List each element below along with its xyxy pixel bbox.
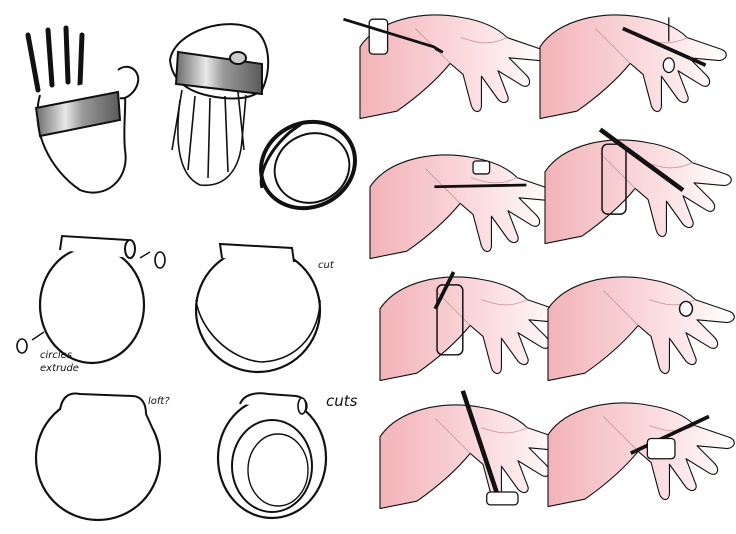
ring-cuts-construction: cuts	[216, 392, 358, 520]
circles-label: circles	[40, 350, 72, 361]
hand-with-ring-pencil-2	[539, 14, 727, 120]
bracelet-sketch	[259, 119, 357, 211]
hand-with-band-pencil-4	[544, 127, 732, 245]
open-hand-with-band-sketch	[168, 23, 270, 187]
hand-with-ring-6	[547, 276, 735, 382]
fist-with-band-sketch	[25, 25, 140, 194]
ring-cut-construction: cut	[194, 242, 335, 374]
ring-extrude-construction: circles extrude	[16, 234, 166, 374]
hand-with-ring-pencil-8	[547, 402, 735, 508]
ring-loft-construction: loft?	[34, 392, 170, 522]
extrude-label: extrude	[40, 363, 79, 374]
hand-with-band-pencil-5	[379, 271, 567, 382]
loft-label: loft?	[148, 396, 170, 407]
cut-label: cut	[318, 260, 335, 271]
cuts-label: cuts	[326, 392, 358, 410]
hand-with-ring-pencil-3	[369, 154, 557, 260]
hand-with-ring-pencil-7	[379, 390, 567, 510]
hand-with-ring-pencil-1	[343, 14, 547, 120]
